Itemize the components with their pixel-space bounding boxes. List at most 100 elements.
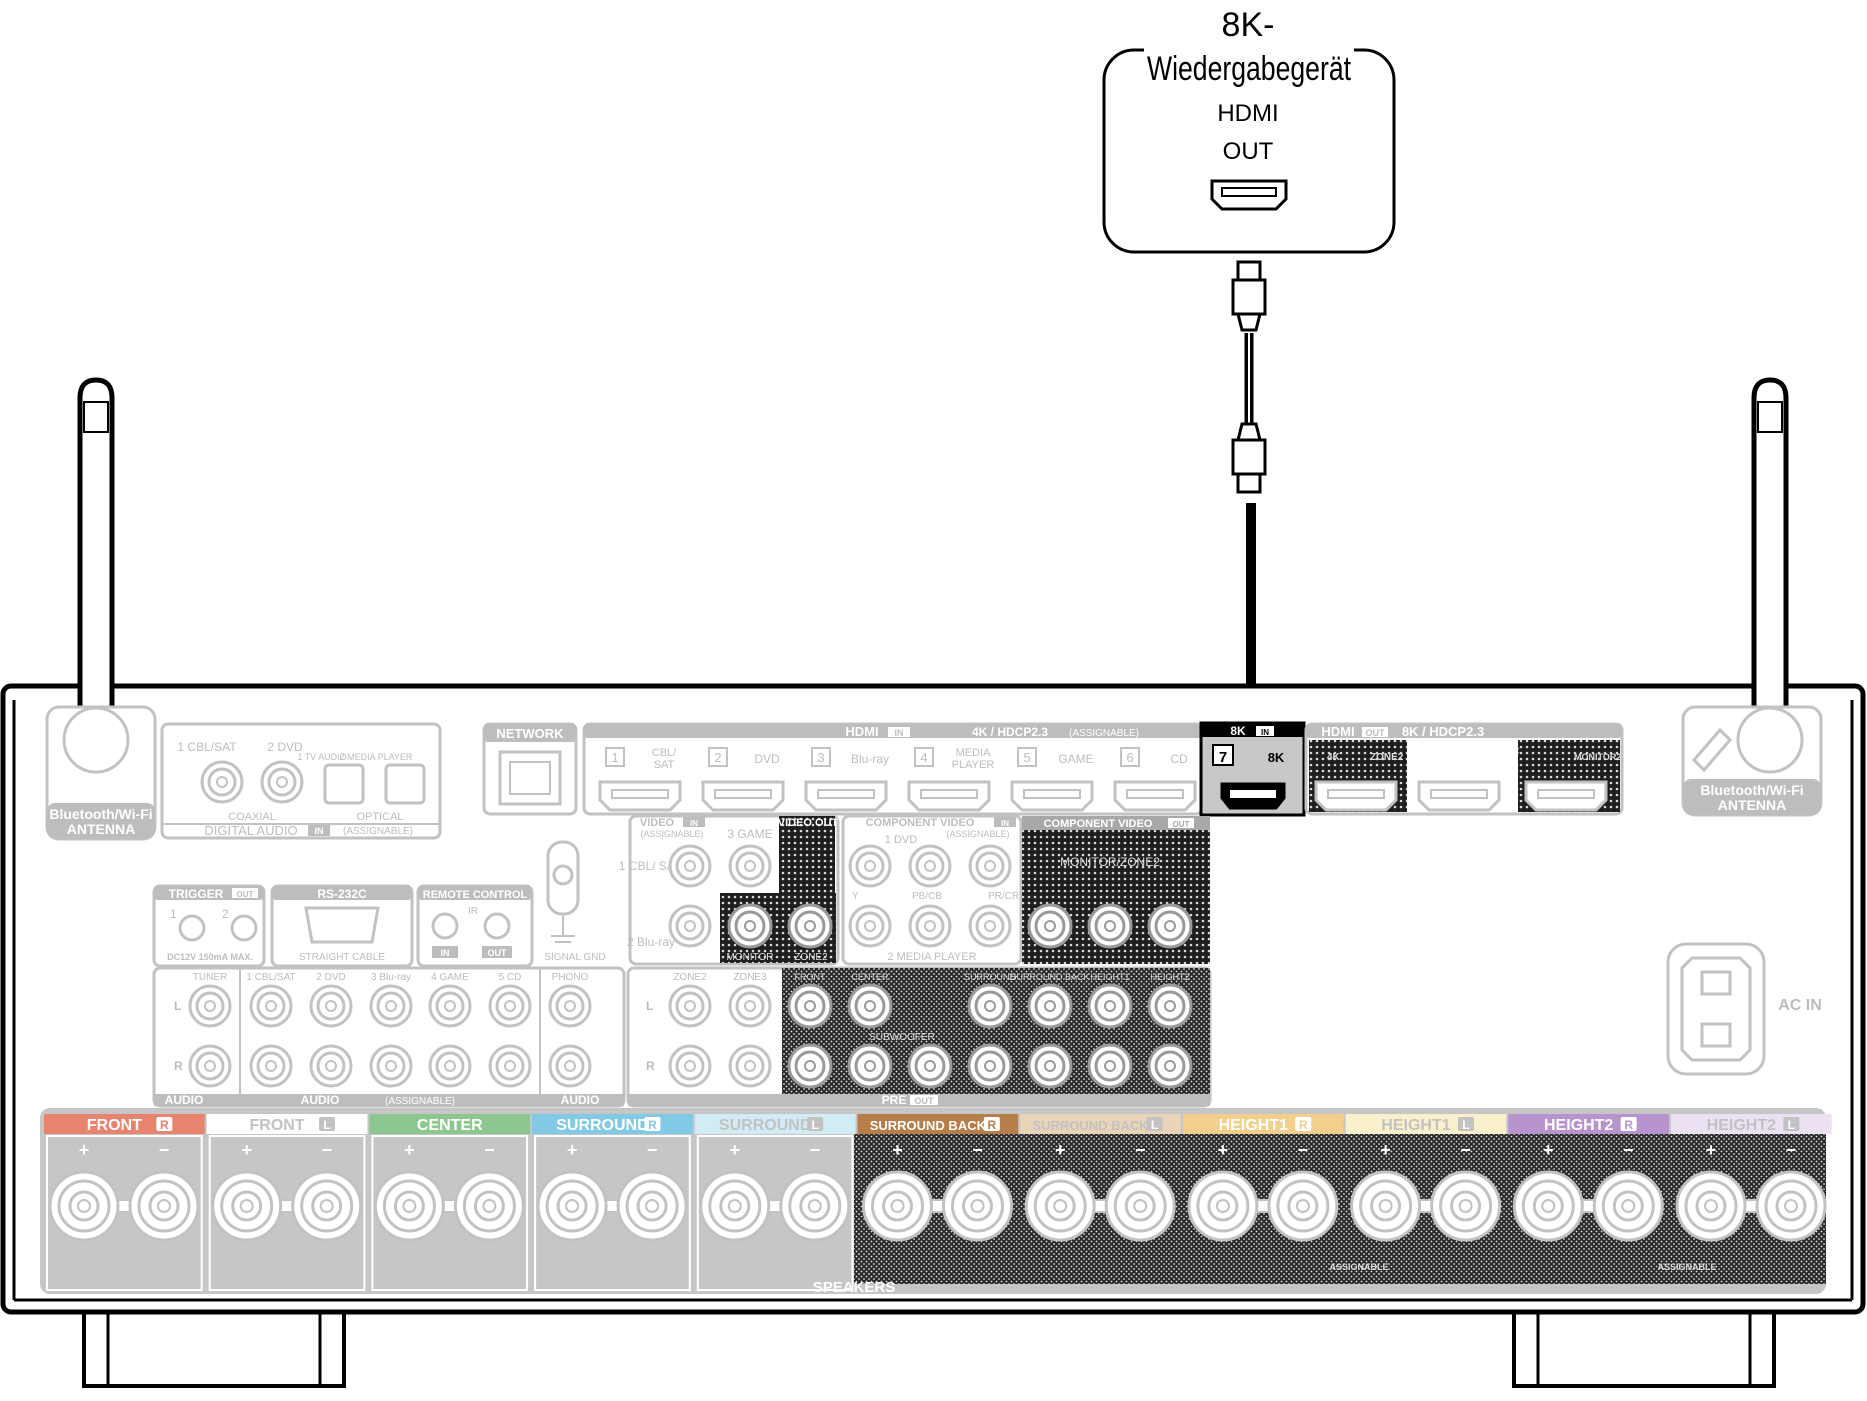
network-label: NETWORK (496, 726, 564, 741)
component-jack-1y (848, 844, 892, 888)
speaker-terminal-6-minus (942, 1170, 1013, 1242)
audio-in-jack-5-r (428, 1044, 472, 1088)
video-input-2: 2 Blu-ray (627, 935, 675, 949)
speaker-terminal-8-plus (1187, 1170, 1259, 1242)
device-port-label-hdmi: HDMI (1217, 100, 1278, 127)
audio-in-jack-3-l (309, 984, 353, 1028)
rs232c-cable: STRAIGHT CABLE (299, 952, 385, 963)
pre-out-channel-label-6: HEIGHT2 (1150, 972, 1189, 982)
remote-ir: IR (468, 906, 478, 917)
cable-top-plug-icon (1231, 260, 1267, 332)
pre-out-jack-bottom-5 (1027, 1043, 1073, 1089)
speaker-plus-9: + (1380, 1140, 1391, 1160)
component-input-1: 1 DVD (885, 834, 917, 846)
signal-gnd-screw-icon (552, 864, 574, 886)
hdmi-in-num-box-2 (708, 747, 728, 767)
speakers-footer: SPEAKERS (813, 1279, 896, 1296)
audio-in-jack-4-l (369, 984, 413, 1028)
video-header: VIDEO (640, 817, 675, 829)
speakers-assignable-1: ASSIGNABLE (1329, 1262, 1388, 1272)
speaker-channel-side-11: L (1788, 1118, 1795, 1132)
optical-label: OPTICAL (356, 811, 403, 823)
video-assignable: (ASSIGNABLE) (640, 829, 703, 839)
ac-in-section: AC IN (1666, 942, 1822, 1076)
antenna-right-label-line1: Bluetooth/Wi-Fi (1700, 782, 1803, 798)
hdmi-out-section: HDMI OUT 8K / HDCP2.3 4K ZONE2 MONITOR1 … (1304, 722, 1624, 816)
device-title-line2: Wiedergabegerät (1147, 50, 1351, 88)
video-out-monitor-jack (727, 903, 773, 949)
speaker-terminal-1-minus (128, 1170, 200, 1242)
speaker-channel-label-1: FRONT (87, 1117, 142, 1134)
receiver-foot-right (1512, 1312, 1776, 1388)
component-out-section: COMPONENT VIDEO OUT MONITOR/ZONE2 (1022, 816, 1210, 964)
speaker-channel-label-5: SURROUND (719, 1117, 811, 1134)
hdmi-in-name-6: CD (1170, 752, 1188, 766)
trigger-num-2: 2 (222, 907, 229, 921)
pre-out-jack-bottom-1 (787, 1043, 833, 1089)
speaker-terminal-5-plus (699, 1170, 771, 1242)
speaker-channel-label-11: HEIGHT2 (1707, 1117, 1776, 1134)
speaker-channel-side-10: R (1624, 1118, 1633, 1132)
speaker-terminal-7-minus (1104, 1170, 1176, 1242)
speaker-minus-3: − (484, 1140, 495, 1160)
speaker-channel-side-box-5 (807, 1117, 824, 1131)
speaker-channel-bar-6 (857, 1114, 1019, 1134)
speaker-terminal-2-minus (291, 1170, 363, 1242)
trigger-num-1: 1 (170, 907, 177, 921)
speaker-terminal-4-minus (616, 1170, 688, 1242)
antenna-socket-right: Bluetooth/Wi-Fi ANTENNA (1681, 705, 1823, 817)
video-jack-1 (668, 844, 712, 888)
component-monitor-zone2: MONITOR/ZONE2 (1060, 855, 1160, 869)
speaker-channel-label-9: HEIGHT1 (1381, 1117, 1450, 1134)
pre-out-channel-label-1: FRONT (795, 972, 826, 982)
audio-in-label-4: 3 Blu-ray (371, 972, 411, 983)
hdmi-in-name-1-a: CBL/ (652, 747, 677, 759)
speaker-plus-3: + (404, 1140, 415, 1160)
speaker-terminal-9-minus (1430, 1170, 1502, 1242)
pre-out-channel-label-3: SURROUND (964, 972, 1017, 982)
hdmi-in-num-box-3 (811, 747, 831, 767)
audio-in-footer-tuner: AUDIO (165, 1093, 204, 1107)
pre-out-jack-bottom-6 (1087, 1043, 1133, 1089)
signal-gnd-section: SIGNAL GND (544, 840, 606, 963)
phono-jack-l (548, 984, 592, 1028)
audio-in-jack-5-l (428, 984, 472, 1028)
hdmi-8k-label: 8K (1268, 750, 1285, 765)
coaxial-jack-1 (200, 760, 244, 804)
pre-out-jack-top-5 (1087, 983, 1133, 1029)
speaker-channel-side-box-6 (983, 1117, 1000, 1131)
hdmi-out-out: OUT (1366, 728, 1386, 738)
speaker-terminal-10-plus (1512, 1170, 1584, 1242)
trigger-header: TRIGGER (169, 887, 224, 901)
speaker-channel-label-6: SURROUND BACK (870, 1118, 987, 1133)
digital-audio-input-1: 1 CBL/SAT (177, 740, 237, 754)
audio-in-jack-1-r (188, 1044, 232, 1088)
phono-label: PHONO (552, 972, 589, 983)
component-out-jack-y (1027, 903, 1073, 949)
pre-out-channel-label-5: HEIGHT1 (1090, 972, 1129, 982)
coaxial-label: COAXIAL (228, 811, 276, 823)
speaker-minus-2: − (321, 1140, 332, 1160)
speaker-channel-side-box-8 (1295, 1117, 1312, 1131)
component-jack-1pr (968, 844, 1012, 888)
antenna-left-label-line1: Bluetooth/Wi-Fi (49, 806, 152, 822)
pre-out-jack-bottom-3 (907, 1043, 953, 1089)
pre-out-zone-jack-1-r (668, 1044, 712, 1088)
remote-out: OUT (488, 948, 508, 958)
hdmi-in-port-2 (701, 780, 785, 812)
hdmi-out-spec: 8K / HDCP2.3 (1402, 724, 1484, 739)
speaker-plus-8: + (1218, 1140, 1229, 1160)
speaker-channel-side-box-7 (1146, 1117, 1163, 1131)
audio-in-label-1: TUNER (193, 972, 227, 983)
trigger-out: OUT (237, 890, 254, 899)
remote-control-section: REMOTE CONTROL IR IN OUT (416, 884, 534, 968)
pre-out-r: R (646, 1059, 655, 1073)
hdmi-8k-in-port[interactable] (1220, 782, 1286, 810)
rs232c-header: RS-232C (317, 887, 367, 901)
speaker-channel-bar-7 (1020, 1114, 1181, 1134)
